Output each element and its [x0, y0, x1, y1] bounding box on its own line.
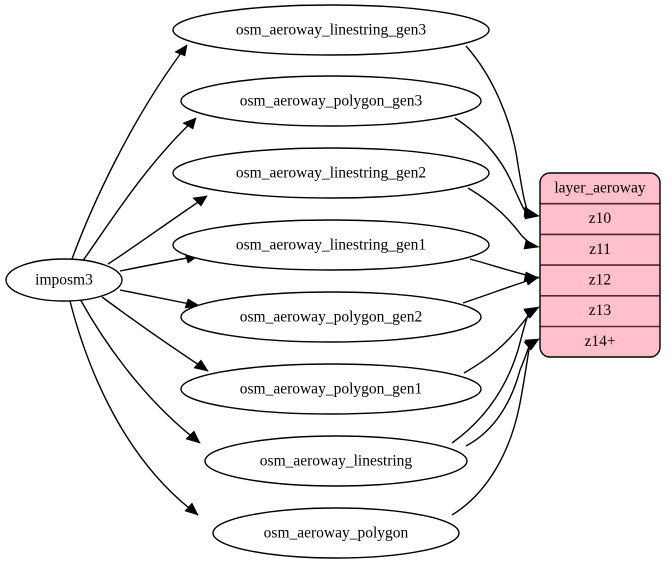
edge-imposm3-to-linestring-gen2 [107, 195, 208, 265]
edge-linestring-gen1-to-z12 [469, 258, 531, 277]
ellipse-shape[interactable] [172, 219, 490, 271]
edge-imposm3-to-polygon [69, 300, 199, 516]
edge-imposm3-to-linestring-gen3 [71, 44, 188, 260]
node-osm-aeroway-polygon-gen1[interactable]: osm_aeroway_polygon_gen1 [180, 363, 482, 415]
ellipse-shape[interactable] [172, 147, 490, 199]
edge-linestring-to-z13 [451, 309, 531, 444]
arrowhead-linestring-gen3 [174, 44, 188, 57]
node-osm-aeroway-linestring[interactable]: osm_aeroway_linestring [204, 435, 468, 487]
arrowhead-z13-b [523, 306, 540, 319]
imposm3-ellipse[interactable] [5, 258, 123, 302]
ellipse-shape[interactable] [180, 75, 482, 127]
arrowhead-z12-b [524, 275, 540, 286]
node-label-linestring-gen1: osm_aeroway_linestring_gen1 [236, 237, 426, 254]
arrowhead-polygon-gen1 [193, 359, 209, 372]
node-osm-aeroway-polygon-gen2[interactable]: osm_aeroway_polygon_gen2 [180, 291, 482, 343]
ellipse-shape[interactable] [180, 291, 482, 343]
layer-row-z10[interactable]: z10 [589, 210, 612, 227]
imposm3-label: imposm3 [35, 272, 93, 289]
ellipse-shape[interactable] [204, 435, 468, 487]
edge-imposm3-to-polygon-gen1 [101, 296, 209, 372]
layer-row-z13[interactable]: z13 [589, 302, 612, 319]
arrowhead-linestring-gen2 [192, 195, 208, 207]
layer-aeroway-table[interactable]: layer_aeroway z10 z11 z12 z13 z14+ [539, 172, 661, 358]
arrowhead-z14-b [524, 338, 540, 350]
node-imposm3[interactable]: imposm3 [5, 258, 123, 302]
edge-polygon-gen3-to-z10 [454, 117, 528, 215]
table-border [539, 172, 661, 358]
node-label-polygon-gen3: osm_aeroway_polygon_gen3 [240, 93, 423, 110]
node-osm-aeroway-polygon[interactable]: osm_aeroway_polygon [212, 507, 460, 559]
layer-row-z14[interactable]: z14+ [584, 333, 615, 350]
node-osm-aeroway-linestring-gen1[interactable]: osm_aeroway_linestring_gen1 [172, 219, 490, 271]
layer-row-z11[interactable]: z11 [589, 241, 611, 258]
arrowhead-linestring [185, 430, 201, 444]
edge-imposm3-to-polygon-gen3 [81, 117, 197, 263]
node-osm-aeroway-linestring-gen3[interactable]: osm_aeroway_linestring_gen3 [172, 4, 490, 56]
node-osm-aeroway-linestring-gen2[interactable]: osm_aeroway_linestring_gen2 [172, 147, 490, 199]
edge-polygon-gen2-to-z12 [462, 279, 531, 304]
edge-linestring-gen3-to-z10 [465, 45, 529, 213]
arrowhead-z10-b [524, 209, 540, 220]
edge-group-tables-to-layer [451, 45, 540, 516]
node-label-polygon: osm_aeroway_polygon [264, 525, 409, 542]
node-label-polygon-gen1: osm_aeroway_polygon_gen1 [240, 381, 423, 398]
node-osm-aeroway-polygon-gen3[interactable]: osm_aeroway_polygon_gen3 [180, 75, 482, 127]
node-label-linestring-gen2: osm_aeroway_linestring_gen2 [236, 165, 426, 182]
ellipse-shape[interactable] [212, 507, 460, 559]
edge-polygon-to-z14 [451, 343, 531, 516]
node-label-polygon-gen2: osm_aeroway_polygon_gen2 [240, 309, 423, 326]
layer-row-z12[interactable]: z12 [589, 271, 611, 288]
layer-table-header: layer_aeroway [554, 180, 645, 197]
edge-imposm3-to-linestring [79, 298, 201, 444]
arrowhead-z11 [523, 239, 540, 250]
ellipse-shape[interactable] [172, 4, 490, 56]
ellipse-shape[interactable] [180, 363, 482, 415]
edge-linestring-to-z14-strand [465, 341, 532, 447]
node-label-linestring-gen3: osm_aeroway_linestring_gen3 [236, 22, 427, 39]
arrowhead-polygon-gen3 [182, 117, 197, 130]
arrowhead-polygon [184, 502, 199, 516]
edge-group-source-to-tables [69, 44, 209, 516]
node-label-linestring: osm_aeroway_linestring [260, 453, 413, 470]
